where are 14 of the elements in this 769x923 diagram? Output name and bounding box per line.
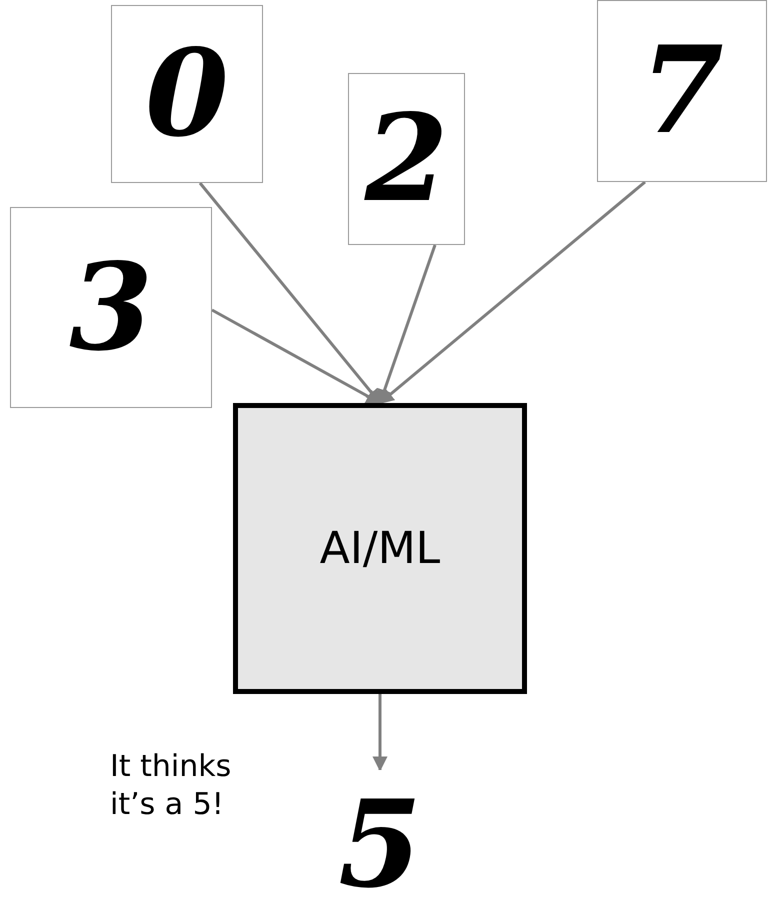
handwritten-digit: 0 (145, 34, 229, 154)
handwritten-digit: 7 (640, 31, 724, 151)
handwritten-digit: 3 (69, 248, 153, 368)
node-label: It thinks it’s a 5! (110, 748, 232, 824)
handwritten-digit: 5 (338, 785, 422, 905)
arrow (372, 694, 388, 772)
image-frame (111, 5, 263, 183)
arrow (378, 180, 646, 404)
image-frame (348, 73, 465, 245)
process-box (233, 403, 527, 694)
image-frame (597, 0, 767, 182)
box-label: AI/ML (320, 522, 440, 576)
image-frame (10, 207, 212, 408)
handwritten-digit: 2 (364, 99, 448, 219)
